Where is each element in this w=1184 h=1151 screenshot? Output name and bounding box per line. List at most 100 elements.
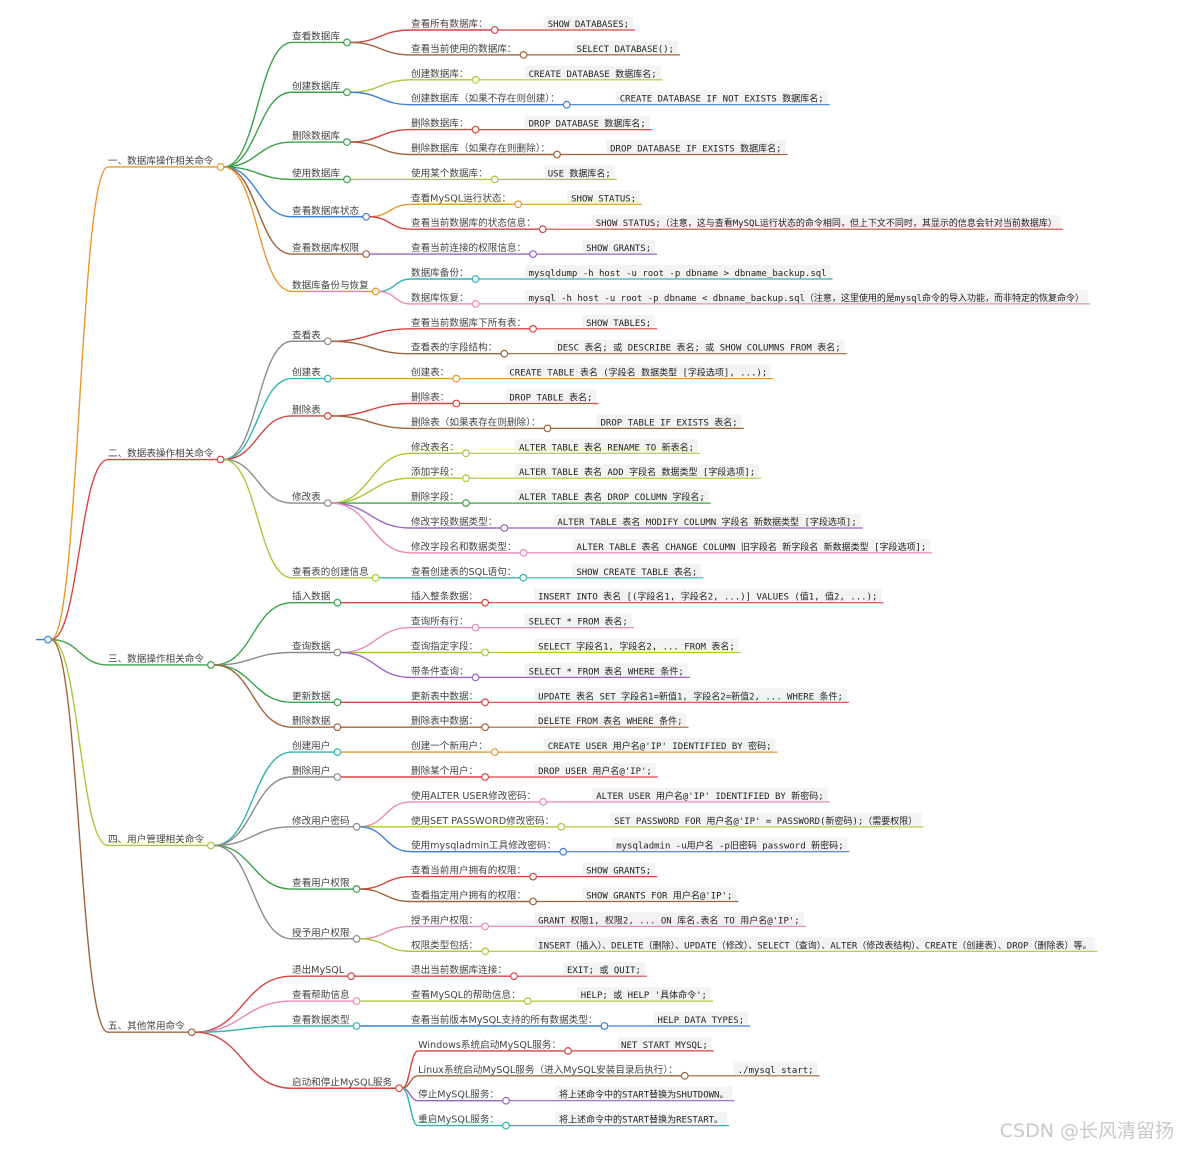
item-node <box>462 449 470 458</box>
command-box <box>612 837 848 851</box>
item-link <box>330 452 412 504</box>
topic-label: 查看数据库状态 <box>292 205 360 217</box>
item-link <box>359 925 412 940</box>
command-box <box>562 962 645 976</box>
command-box <box>582 862 656 876</box>
topic-node <box>352 1022 361 1030</box>
command-box <box>592 787 828 801</box>
topic-node <box>333 648 342 657</box>
item-label: 权限类型包括： <box>411 939 478 951</box>
item-label: 带条件查询： <box>411 665 469 677</box>
item-node <box>529 897 538 906</box>
command-box <box>733 1061 818 1075</box>
command-box <box>534 937 1096 951</box>
topic-node <box>395 1084 404 1093</box>
item-node <box>481 598 490 607</box>
command-box <box>582 314 656 328</box>
item-label: 查看指定用户拥有的权限： <box>411 890 526 902</box>
command-box <box>524 65 661 79</box>
item-link <box>340 626 412 654</box>
item-label: 创建表： <box>411 367 449 379</box>
command-text: GRANT 权限1, 权限2, ... ON 库名.表名 TO 用户名@'IP'… <box>538 914 800 926</box>
command-text: DESC 表名; 或 DESCRIBE 表名; 或 SHOW COLUMNS F… <box>557 342 840 354</box>
mind-map-links <box>36 29 1098 1127</box>
topic-node <box>343 38 351 47</box>
command-text: ./mysql start; <box>738 1066 814 1076</box>
item-node <box>553 150 562 159</box>
topic-link <box>213 664 293 728</box>
category-label: 二、数据表操作相关命令 <box>108 448 214 460</box>
item-node <box>490 175 499 184</box>
topic-node <box>347 972 356 981</box>
topic-label: 查看数据库 <box>292 30 340 42</box>
topic-link <box>223 458 293 579</box>
command-box <box>606 140 786 154</box>
item-node <box>557 822 566 831</box>
item-node <box>529 872 538 881</box>
watermark: CSDN @长风清留扬 <box>999 1120 1174 1142</box>
topic-node <box>323 337 332 346</box>
command-text: ALTER TABLE 表名 MODIFY COLUMN 字段名 新数据类型 [… <box>557 516 856 528</box>
item-link <box>349 41 412 56</box>
topic-label: 查看数据类型 <box>292 1014 350 1026</box>
item-link <box>359 826 412 853</box>
category-label: 四、用户管理相关命令 <box>108 833 204 845</box>
item-label: 删除数据库（如果存在则删除）： <box>411 143 550 155</box>
item-node <box>471 125 480 134</box>
item-label: 查看当前数据库的状态信息： <box>411 217 536 229</box>
command-box <box>514 439 699 453</box>
item-label: 插入整条数据： <box>411 591 478 603</box>
command-text: CREATE TABLE 表名 (字段名 数据类型 [字段选项], ...); <box>509 367 767 379</box>
item-link <box>330 502 412 529</box>
item-label: 使用mysqladmin工具修改密码： <box>411 840 556 852</box>
topic-label: 数据库备份与恢复 <box>292 279 369 291</box>
item-label: 授予用户权限： <box>411 914 478 926</box>
item-node <box>471 623 480 632</box>
category-link <box>50 638 109 847</box>
command-box <box>505 364 772 378</box>
command-text: ALTER TABLE 表名 DROP COLUMN 字段名; <box>519 491 705 503</box>
item-node <box>481 947 490 956</box>
topic-link <box>213 826 293 847</box>
item-link <box>378 278 412 293</box>
item-label: 查看当前用户拥有的权限： <box>411 865 526 877</box>
topic-link <box>213 776 293 847</box>
command-box <box>534 912 804 926</box>
item-node <box>564 1046 572 1055</box>
topic-label: 创建数据库 <box>292 80 340 92</box>
topic-node <box>333 748 342 756</box>
item-node <box>481 773 490 781</box>
command-text: SHOW DATABASES; <box>548 20 629 30</box>
command-box <box>534 713 687 727</box>
command-text: INSERT INTO 表名 [(字段名1, 字段名2, ...)] VALUE… <box>538 591 877 603</box>
command-text: CREATE DATABASE 数据库名; <box>529 68 657 80</box>
command-text: SELECT * FROM 表名; <box>529 616 628 628</box>
command-text: SELECT DATABASE(); <box>577 45 675 55</box>
command-box <box>576 987 711 1001</box>
topic-node <box>323 499 332 508</box>
item-node <box>471 75 480 84</box>
item-label: 查看当前连接的权限信息： <box>411 242 526 254</box>
item-link <box>330 502 412 554</box>
item-node <box>481 922 490 931</box>
item-node <box>490 748 499 756</box>
command-box <box>553 514 861 527</box>
item-link <box>359 875 412 890</box>
command-box <box>534 763 656 776</box>
item-label: 查看MySQL运行状态： <box>411 192 511 204</box>
topic-label: 查看用户权限 <box>292 877 350 889</box>
item-node <box>500 349 509 358</box>
topic-label: 更新数据 <box>292 690 331 702</box>
command-text: HELP DATA TYPES; <box>657 1016 744 1026</box>
topic-label: 查看表的创建信息 <box>292 566 369 578</box>
item-link <box>359 888 412 903</box>
category-label: 五、其他常用命令 <box>108 1020 185 1032</box>
category-node <box>216 163 225 171</box>
command-box <box>524 115 650 129</box>
command-text: mysqladmin -u用户名 -p旧密码 password 新密码; <box>616 840 843 852</box>
topic-label: 删除用户 <box>292 765 330 777</box>
topic-link <box>223 377 293 461</box>
command-text: SET PASSWORD FOR 用户名@'IP' = PASSWORD(新密码… <box>614 815 917 827</box>
command-box <box>534 688 847 702</box>
